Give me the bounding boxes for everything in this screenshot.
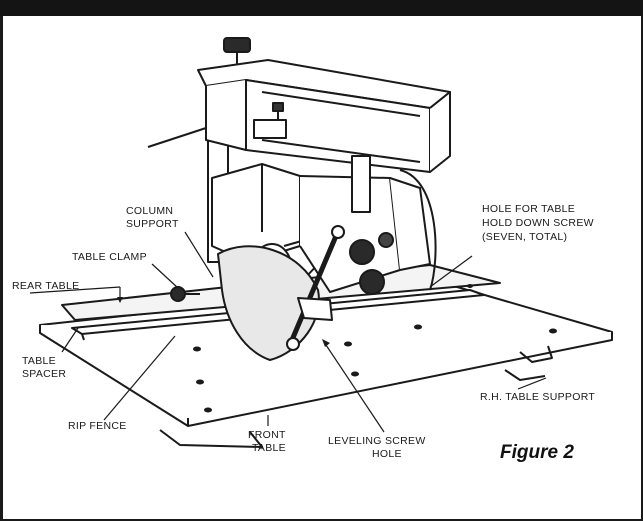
anti-kickback-bracket bbox=[297, 297, 333, 321]
wrench bbox=[286, 225, 345, 351]
label-column-support-line2: SUPPORT bbox=[126, 218, 179, 230]
label-hold-down-screw: HOLD DOWN SCREW bbox=[482, 217, 594, 229]
hold-down-screw-holes bbox=[193, 284, 557, 413]
label-table-spacer: TABLE bbox=[22, 355, 56, 367]
label-table-spacer-line2: SPACER bbox=[22, 368, 66, 380]
top-border-bar bbox=[0, 0, 643, 16]
label-front-table: FRONT bbox=[248, 429, 286, 441]
label-front-table-line2: TABLE bbox=[252, 442, 286, 454]
leader-leveling-hole bbox=[325, 344, 385, 433]
leveling-arrowhead bbox=[322, 339, 330, 347]
label-seven-total: (SEVEN, TOTAL) bbox=[482, 231, 567, 243]
rear-table-arrowhead bbox=[117, 297, 123, 303]
table-support bbox=[159, 345, 553, 448]
leader-table-spacer bbox=[61, 327, 79, 353]
arm-lever bbox=[147, 127, 207, 148]
figure-caption: Figure 2 bbox=[500, 442, 574, 463]
leader-column-support bbox=[184, 231, 214, 278]
leader-rear-table bbox=[29, 286, 121, 294]
leader-rh-support bbox=[517, 377, 547, 390]
leader-table-clamp bbox=[151, 263, 179, 289]
label-leveling-screw-line2: HOLE bbox=[372, 448, 402, 460]
label-rear-table: REAR TABLE bbox=[12, 280, 79, 292]
table-clamp-knob bbox=[170, 286, 200, 302]
leader-hold-down-hole bbox=[429, 255, 473, 288]
label-table-clamp: TABLE CLAMP bbox=[72, 251, 147, 263]
clamp-knobs bbox=[349, 232, 394, 295]
front-table bbox=[39, 281, 613, 427]
radial-arm bbox=[197, 59, 451, 173]
label-column-support: COLUMN bbox=[126, 205, 173, 217]
leader-rip-fence bbox=[103, 335, 176, 421]
elevating-crank bbox=[223, 37, 251, 64]
label-rip-fence: RIP FENCE bbox=[68, 420, 127, 432]
label-rh-table-support: R.H. TABLE SUPPORT bbox=[480, 391, 595, 403]
label-hole-for-table: HOLE FOR TABLE bbox=[482, 203, 575, 215]
label-leveling-screw: LEVELING SCREW bbox=[328, 435, 426, 447]
